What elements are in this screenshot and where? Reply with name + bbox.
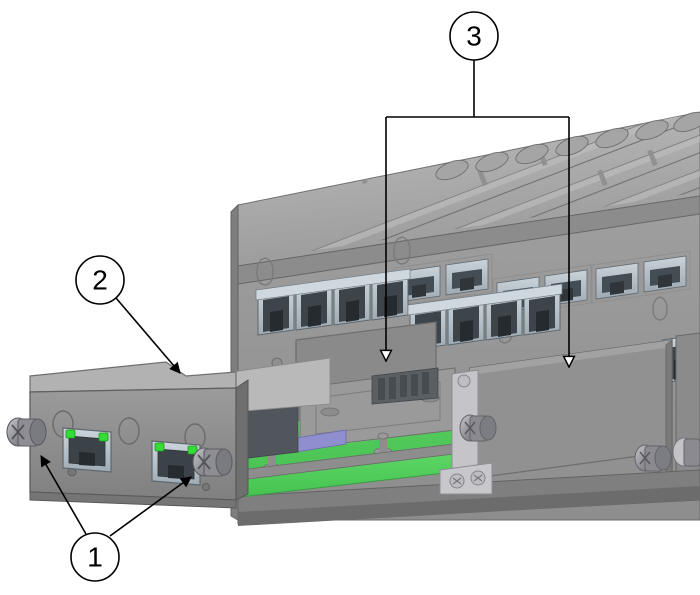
leader-2: [115, 297, 181, 374]
faceplate-pin-hole-2: [202, 483, 210, 491]
callout-2[interactable]: 2: [75, 255, 125, 305]
bay-thumbscrew-right: [634, 444, 672, 472]
module-thumbscrew-left[interactable]: [6, 417, 47, 447]
module-bottom-edge: [29, 491, 237, 509]
callout-balloons: 1 2 3: [70, 11, 499, 582]
callout-2-label: 2: [92, 265, 108, 296]
bay-thumbscrew-left: [459, 414, 497, 442]
bay-thumbscrew-far-right: [672, 437, 700, 467]
pluggable-interface-module: [6, 361, 249, 509]
bay-thumbscrews: [459, 414, 700, 472]
callout-1-label: 1: [87, 542, 103, 573]
component-block: [371, 367, 439, 405]
module-top-surface: [29, 361, 237, 393]
callout-leaders: [40, 60, 569, 537]
port-2-led-right: [187, 445, 198, 455]
leader-1a: [40, 455, 87, 535]
port-1-led-right: [98, 432, 109, 442]
port-1-led-left: [65, 429, 76, 439]
module-thumbscrew-right[interactable]: [192, 447, 233, 477]
module-right-wall: [235, 379, 249, 501]
callout-1[interactable]: 1: [70, 532, 120, 582]
port-2-led-left: [154, 442, 165, 452]
module-rj45-port-1: [62, 427, 112, 473]
callout-3-label: 3: [466, 21, 482, 52]
callout-3[interactable]: 3: [449, 11, 499, 61]
module-rj45-port-2: [151, 440, 201, 486]
leader-1b: [109, 476, 192, 537]
chassis-bottom-shadow: [238, 486, 700, 526]
fin-ends: [435, 111, 700, 181]
